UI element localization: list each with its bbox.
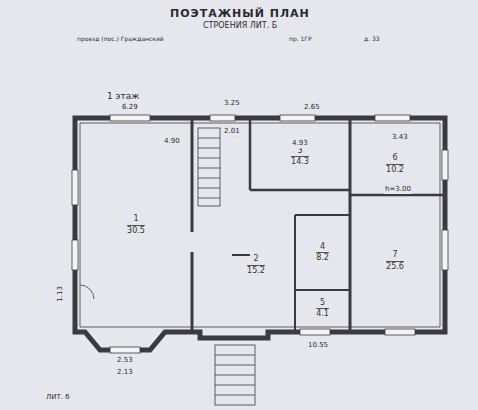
dimension-label: 1.13 <box>57 285 65 303</box>
room-area-value: 8.2 <box>316 252 329 263</box>
room-number: 4 <box>320 242 325 252</box>
room-area-value: 30.5 <box>127 225 145 236</box>
dimension-label: ЛИТ. б <box>45 394 71 402</box>
dimension-label: пр. 1ГР <box>288 36 313 43</box>
dimension-label: 2.01 <box>223 128 241 136</box>
dimension-label: h=3.00 <box>384 186 412 194</box>
room-area-value: 15.2 <box>247 265 265 276</box>
room-area-value: 25.6 <box>386 261 404 272</box>
dimension-label: 3.25 <box>223 100 241 108</box>
dimension-label: проезд (пос.) Гражданский <box>76 36 165 43</box>
dimension-label: 1 этаж <box>106 92 140 102</box>
room-area: 725.6 <box>352 197 438 325</box>
dimension-label: 4.93 <box>291 140 309 148</box>
room-area: 314.3 <box>252 125 348 188</box>
dimension-label: 4.90 <box>163 138 181 146</box>
dimension-label: 6.29 <box>121 104 139 112</box>
dimension-label: 3.43 <box>391 134 409 142</box>
dimension-label: 2.13 <box>116 369 134 377</box>
room-area: 48.2 <box>297 217 348 288</box>
room-number: 7 <box>392 250 397 260</box>
room-number: 1 <box>133 214 138 224</box>
dimension-label: СТРОЕНИЯ ЛИТ. Б <box>202 22 278 31</box>
room-area: 130.5 <box>82 125 190 325</box>
room-area: 610.2 <box>352 135 438 193</box>
room-number: 2 <box>253 254 258 264</box>
room-number: 6 <box>392 153 397 163</box>
room-area-value: 10.2 <box>386 164 404 175</box>
room-area: 215.2 <box>222 210 290 320</box>
plan-title: ПОЭТАЖНЫЙ ПЛАН <box>170 8 310 20</box>
dimension-label: 10.55 <box>307 342 329 350</box>
dimension-label: 2.53 <box>116 357 134 365</box>
room-area: 54.1 <box>297 292 348 325</box>
dimension-label: 2.65 <box>303 104 321 112</box>
room-number: 5 <box>320 298 325 308</box>
room-area-value: 14.3 <box>291 156 309 167</box>
dimension-label: д. 33 <box>363 36 381 43</box>
room-area-value: 4.1 <box>316 308 329 319</box>
